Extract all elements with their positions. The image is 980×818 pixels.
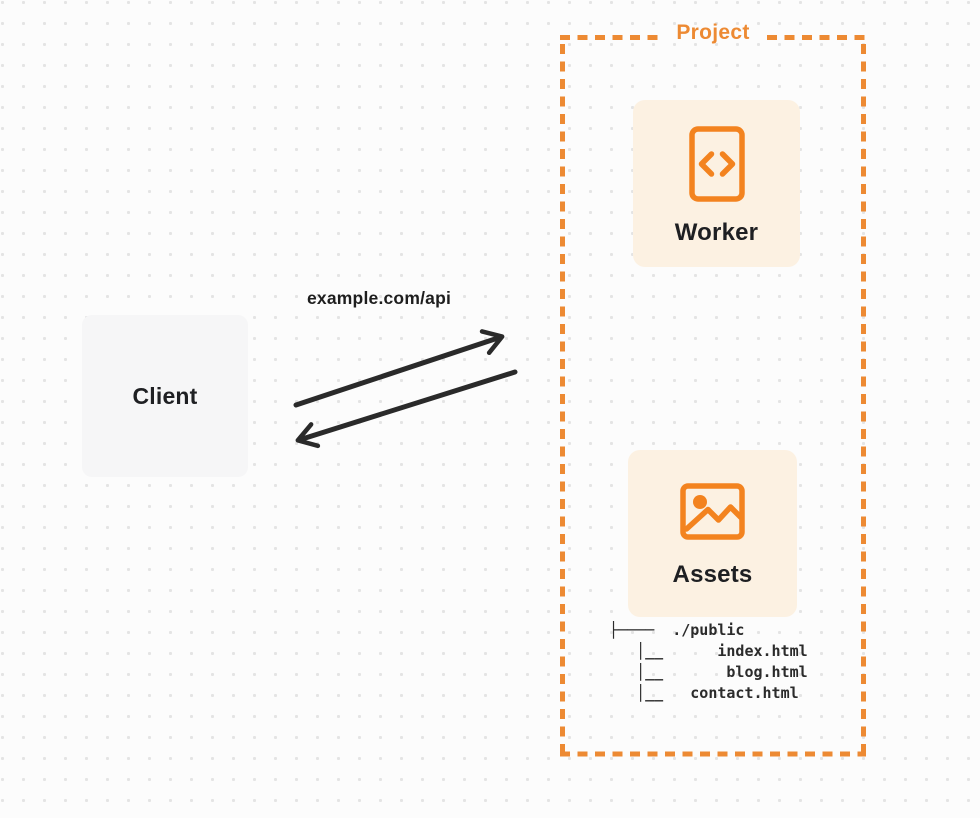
worker-node: Worker (633, 100, 800, 267)
client-node: Client (82, 315, 248, 477)
image-icon (680, 483, 745, 545)
request-arrow (293, 329, 505, 408)
code-file-icon (688, 126, 745, 207)
worker-label: Worker (674, 219, 759, 246)
project-label: Project (676, 21, 750, 44)
request-url-label: example.com/api (307, 288, 452, 308)
client-label: Client (132, 382, 198, 409)
assets-node: Assets (628, 450, 797, 617)
assets-file-tree: ├──── ./public │__ index.html │__ blog.h… (609, 621, 808, 702)
response-arrow (295, 369, 518, 449)
assets-label: Assets (672, 561, 753, 588)
